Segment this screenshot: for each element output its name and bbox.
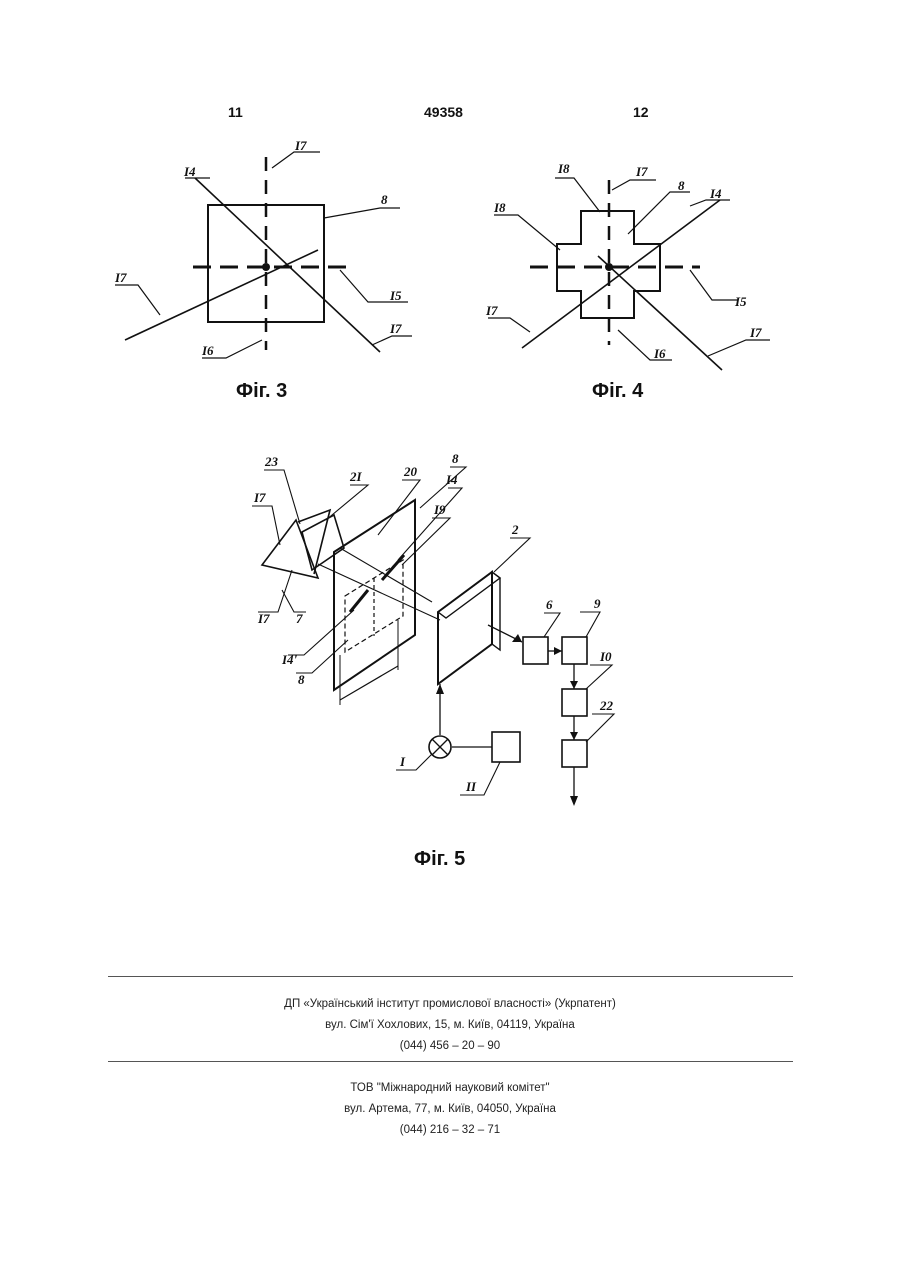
footer-org2-phone: (044) 216 – 32 – 71 <box>0 1124 900 1136</box>
fig5-label-8-top: 8 <box>452 451 459 466</box>
fig5-block-2-top <box>438 572 500 618</box>
fig5-arrowhead-to-9 <box>554 647 562 655</box>
fig5-label-8-bottom: 8 <box>298 672 305 687</box>
fig5-label-10: I0 <box>599 649 612 664</box>
fig5-label-22: 22 <box>599 698 614 713</box>
fig5-leader-7 <box>282 590 306 612</box>
fig5-box-6 <box>523 637 548 664</box>
fig5-box-10 <box>562 689 587 716</box>
fig5-leader-17-b <box>258 570 292 612</box>
fig5-leader-9 <box>580 612 600 637</box>
fig5-beam-line-2 <box>340 548 432 602</box>
fig5-arrowhead-output <box>570 796 578 806</box>
fig5-box-11 <box>492 732 520 762</box>
fig5-box-9 <box>562 637 587 664</box>
fig5-leader-20 <box>378 480 420 535</box>
fig5-label-6: 6 <box>546 597 553 612</box>
footer-org1-name: ДП «Український інститут промислової вла… <box>0 998 900 1010</box>
fig5-leader-21 <box>326 485 368 520</box>
fig5-leader-2 <box>494 538 530 572</box>
fig5-label-17-b: I7 <box>257 611 270 626</box>
fig5-label-1: I <box>399 754 406 769</box>
fig5-label-2: 2 <box>511 522 519 537</box>
fig5-beam-line <box>318 564 440 620</box>
footer-org2-address: вул. Артема, 77, м. Київ, 04050, Україна <box>0 1103 900 1115</box>
fig5-label-11: II <box>465 779 477 794</box>
footer-rule-middle <box>108 1061 793 1062</box>
fig5-label-14-top: I4 <box>445 472 458 487</box>
fig5-label-21: 2I <box>349 469 363 484</box>
fig5-block-2-front <box>438 572 492 684</box>
fig5-label-20: 20 <box>403 464 418 479</box>
fig5-leader-17-a <box>252 506 280 545</box>
footer-org1-phone: (044) 456 – 20 – 90 <box>0 1040 900 1052</box>
fig5-element-14-bottom <box>350 590 368 612</box>
fig5-leader-10 <box>586 665 612 689</box>
fig5-prism-21 <box>302 515 344 570</box>
fig5-label-14-bottom: I4' <box>281 652 298 667</box>
fig5-leader-22 <box>586 714 614 742</box>
figure-5-caption: Фіг. 5 <box>414 848 465 871</box>
footer-org1-address: вул. Сім'ї Хохлових, 15, м. Київ, 04119,… <box>0 1019 900 1031</box>
footer-org2-name: ТОВ "Міжнародний науковий комітет" <box>0 1082 900 1094</box>
fig5-label-7: 7 <box>296 611 303 626</box>
fig5-arrowhead-to-22 <box>570 732 578 740</box>
fig5-leader-19 <box>402 518 450 565</box>
fig5-box-22 <box>562 740 587 767</box>
fig5-label-23: 23 <box>264 454 279 469</box>
footer-rule-top <box>108 976 793 977</box>
fig5-arrowhead-to-10 <box>570 681 578 689</box>
fig5-dimension-line <box>340 666 398 700</box>
fig5-leader-6 <box>544 613 560 637</box>
fig5-label-19: I9 <box>433 502 446 517</box>
fig5-element-14-top <box>382 555 404 580</box>
fig5-leader-23 <box>264 470 300 524</box>
fig5-label-17-a: I7 <box>253 490 266 505</box>
fig5-label-9: 9 <box>594 596 601 611</box>
